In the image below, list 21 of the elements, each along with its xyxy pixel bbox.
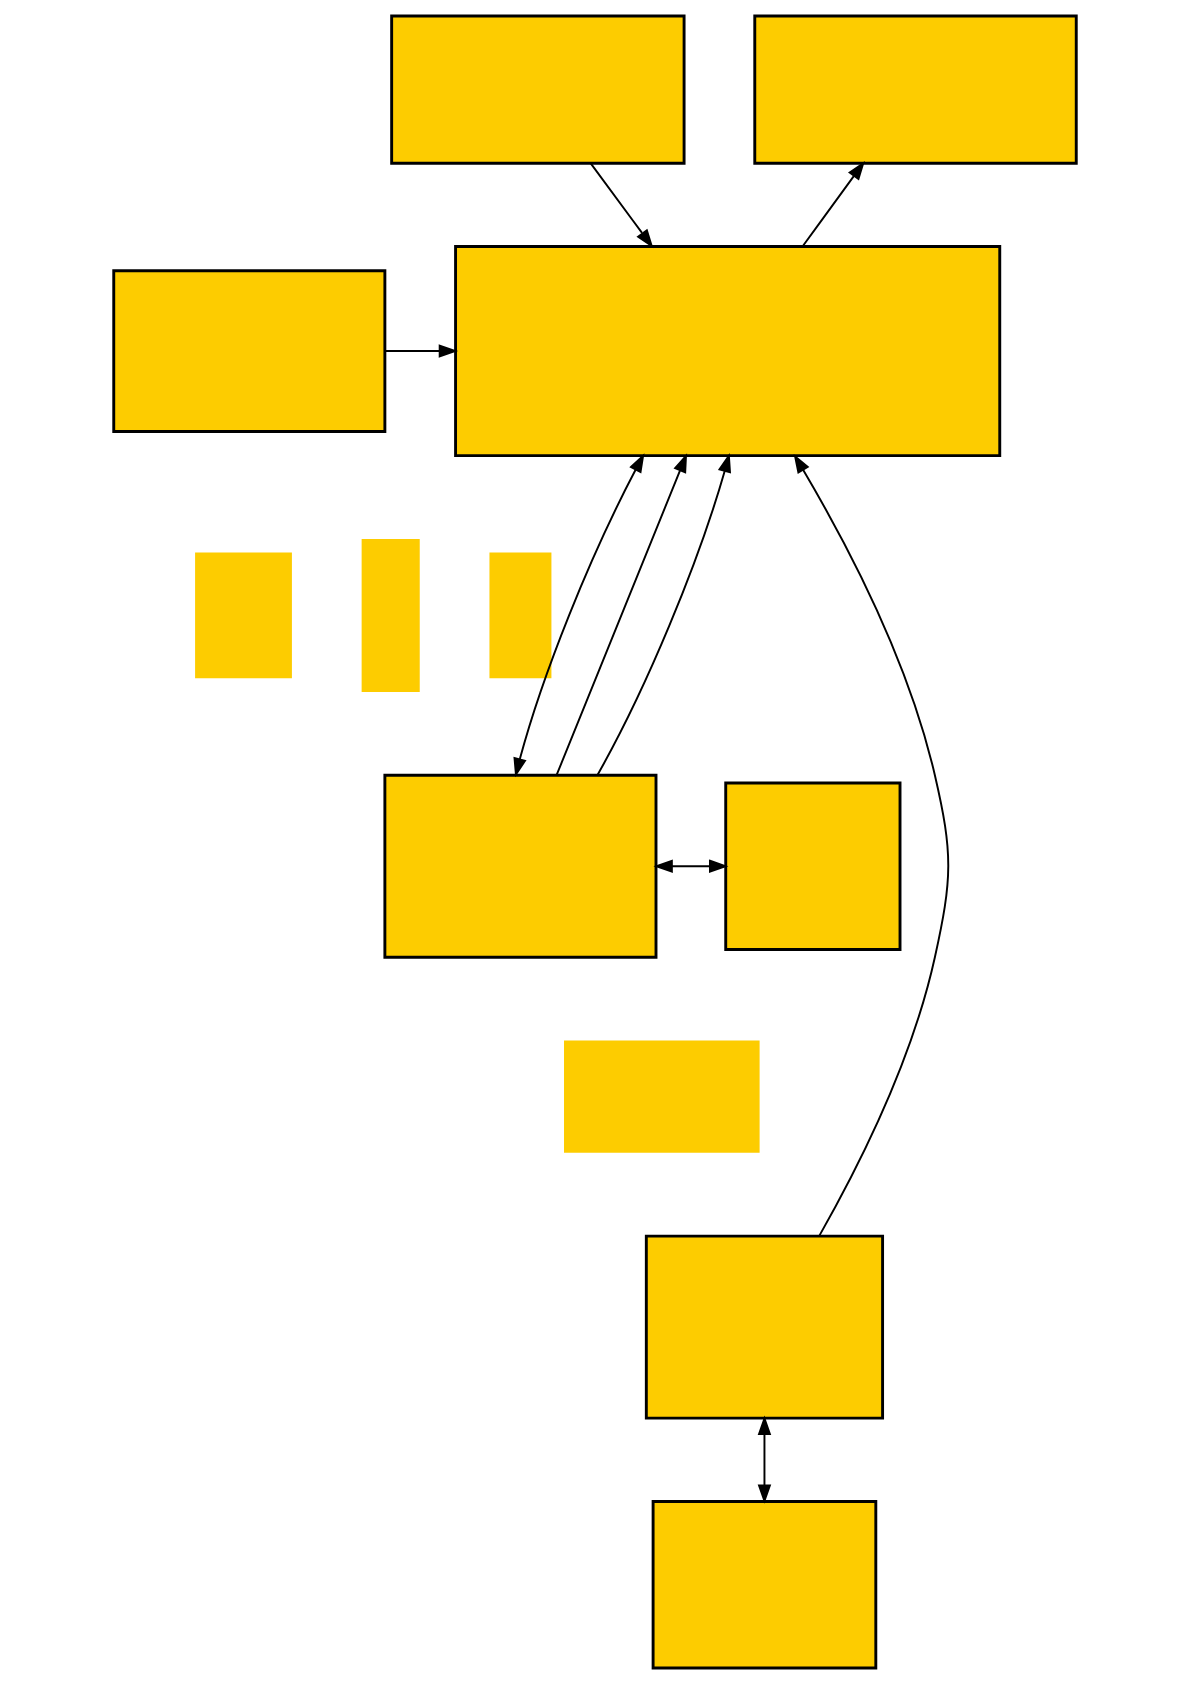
arrow xyxy=(653,859,729,873)
arrow xyxy=(793,453,950,1238)
node-box xyxy=(454,245,1002,458)
arrow xyxy=(589,162,654,249)
node-box xyxy=(644,1234,885,1420)
arrow xyxy=(757,1415,772,1504)
arrow xyxy=(596,453,732,776)
arrow xyxy=(513,453,645,778)
node-box xyxy=(390,14,686,165)
node-box xyxy=(383,773,658,959)
arrow xyxy=(384,344,459,358)
node-box xyxy=(489,552,552,679)
arrow xyxy=(801,160,865,247)
node-box xyxy=(195,552,292,679)
node-box xyxy=(753,14,1078,165)
node-box xyxy=(724,781,902,951)
node-box xyxy=(564,1040,760,1153)
arrow xyxy=(555,453,688,776)
node-box xyxy=(361,538,420,692)
node-box xyxy=(651,1499,878,1670)
node-box xyxy=(112,269,387,433)
